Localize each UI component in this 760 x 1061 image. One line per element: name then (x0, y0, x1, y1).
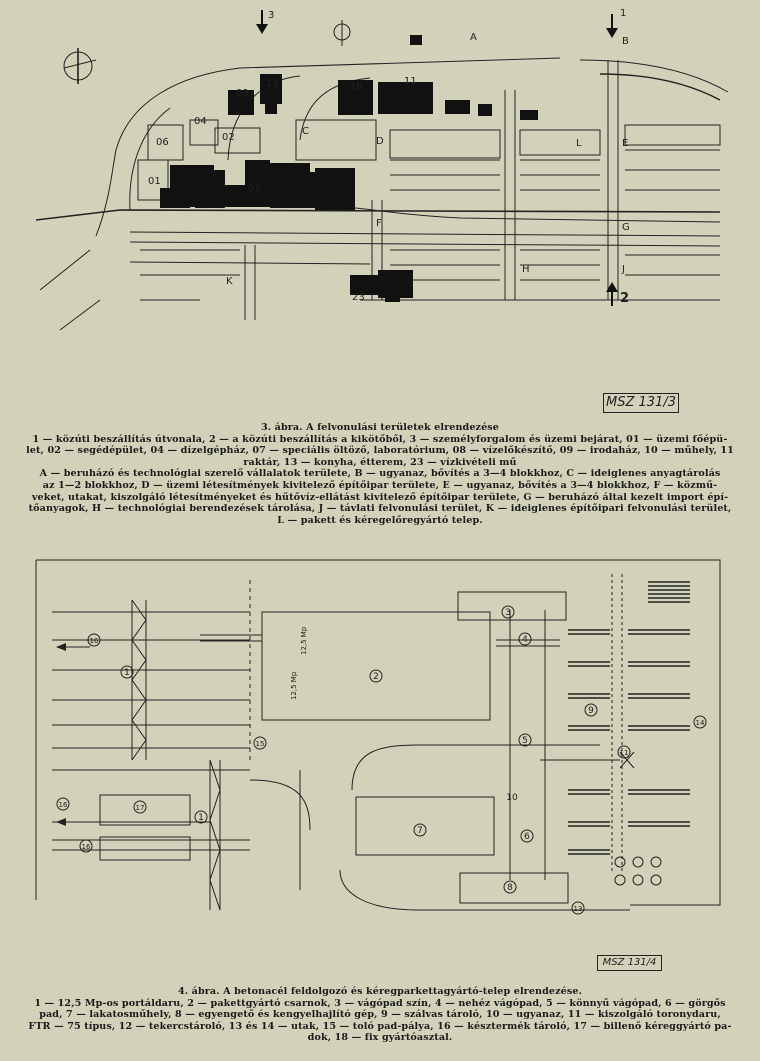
area-J-label: J (621, 264, 625, 275)
figure-4-caption: 4. ábra. A betonacél feldolgozó és kéreg… (0, 986, 760, 1044)
item-8-label: 8 (507, 883, 513, 893)
area-A-label: A (470, 32, 477, 43)
figure-3-caption-line: raktár, 13 — konyha, étterem, 23 — vízki… (243, 456, 517, 468)
item-9-label: 9 (588, 706, 594, 716)
area-B-label: B (622, 36, 629, 47)
crane-capacity-label: 12,5 Mp (300, 626, 308, 655)
building-01-label: 01 (148, 176, 161, 187)
area-E-label: E (622, 138, 628, 149)
arrow-3-label: 3 (268, 10, 274, 21)
arrow-2-label: 2 (620, 291, 629, 306)
figure-3-caption-line: A — beruházó és technológiai szerelő vál… (39, 468, 721, 480)
area-K-label: K (226, 276, 233, 287)
item-10-label: 10 (506, 793, 518, 803)
figure-3-caption-line: veket, utakat, kiszolgáló létesítményeke… (31, 491, 729, 503)
figure-4-caption-line: pad, 7 — lakatosműhely, 8 — egyengető és… (39, 1009, 721, 1021)
item-15-label: 15 (256, 740, 265, 748)
figure-4-caption-line: 1 — 12,5 Mp-os portáldaru, 2 — pakettgyá… (34, 997, 726, 1009)
arrow-1-label: 1 (620, 8, 626, 19)
figure-4-caption-line: FTR — 75 típus, 12 — tekercstároló, 13 é… (28, 1020, 732, 1032)
area-L-label: L (576, 138, 582, 149)
item-2-label: 2 (373, 672, 379, 682)
figure-4-stamp: MSZ 131/4 (597, 955, 662, 971)
figure-3-caption-line: 1 — közúti beszállítás útvonala, 2 — a k… (32, 433, 728, 445)
figure-3-caption-title: 3. ábra. A felvonulási területek elrende… (260, 422, 500, 433)
item-16-label: 16 (90, 637, 99, 645)
building-02-label: 02 (222, 132, 235, 143)
building-04-label: 04 (194, 116, 207, 127)
crane-capacity-label: 12,5 Mp (290, 671, 298, 700)
item-4-label: 4 (522, 635, 528, 645)
building-06-label: 06 (156, 137, 169, 148)
figure-3-caption-line: tőanyagok, H — technológiai berendezések… (28, 503, 732, 515)
building-10-label: 10 (350, 82, 363, 93)
figure-3-caption-line: L — pakett és kéregelőregyártó telep. (277, 514, 483, 526)
figure-3-caption: 3. ábra. A felvonulási területek elrende… (0, 422, 760, 526)
figure-3-caption-line: az 1—2 blokkhoz, D — üzemi létesítmények… (42, 479, 718, 491)
item-16b-label: 16 (59, 801, 68, 809)
building-09-label: 09 (236, 88, 249, 99)
figure-3-caption-line: let, 02 — segédépület, 04 — dízelgépház,… (26, 445, 734, 457)
item-1b-label: 1 (198, 813, 204, 823)
area-C-label: C (302, 126, 309, 137)
item-6-label: 6 (524, 832, 530, 842)
figure-3-site-plan: 3 1 2 01 02 04 06 07 09 10 11 13 23 A B … (35, 8, 729, 331)
area-G-label: G (622, 222, 630, 233)
figure-3-stamp: MSZ 131/3 (603, 393, 679, 413)
item-11-label: 11 (620, 749, 629, 757)
item-13-label: 13 (574, 905, 583, 913)
building-11-label: 11 (404, 76, 417, 87)
item-5-label: 5 (522, 736, 528, 746)
building-07-label: 07 (248, 184, 261, 195)
area-D-label: D (376, 136, 384, 147)
item-3-label: 3 (505, 608, 511, 618)
figure-4-caption-title: 4. ábra. A betonacél feldolgozó és kéreg… (177, 986, 583, 997)
item-1-label: 1 (124, 668, 130, 678)
figure-4-caption-line: dok, 18 — fix gyártóasztal. (307, 1032, 453, 1044)
item-17-label: 17 (136, 804, 145, 812)
area-H-label: H (522, 264, 530, 275)
item-16c-label: 16 (82, 843, 91, 851)
area-F-label: F (376, 218, 382, 229)
building-23-label: 23 (352, 292, 365, 303)
building-13-label: 13 (266, 78, 279, 89)
figure-4-plant-layout: 1 1 2 3 4 5 6 7 8 9 10 11 13 14 15 16 16… (35, 559, 721, 915)
item-7-label: 7 (417, 826, 423, 836)
item-14-label: 14 (696, 719, 705, 727)
